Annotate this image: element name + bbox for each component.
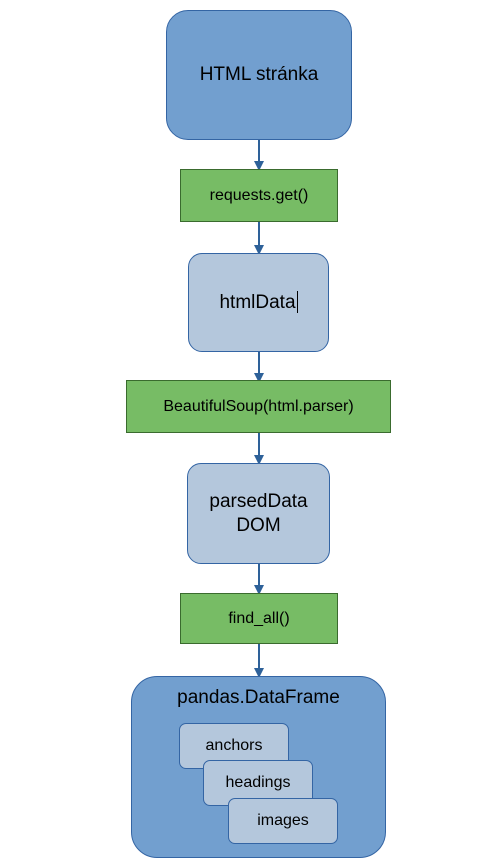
dataframe-title: pandas.DataFrame [177,687,340,708]
headings-label: headings [225,774,291,791]
text-cursor [296,291,298,314]
beautiful-soup-node: BeautifulSoup(html.parser) [126,380,391,433]
find-all-label: find_all() [228,609,290,627]
parsed-data-dom-label: DOM [236,514,281,536]
beautiful-soup-label: BeautifulSoup(html.parser) [163,397,354,415]
anchors-label: anchors [205,737,263,754]
html-data-node: htmlData [188,253,329,352]
html-page-label: HTML stránka [199,64,319,85]
images-label: images [257,812,309,829]
parsed-data-label: parsedData [209,490,308,512]
requests-get-node: requests.get() [180,169,338,222]
html-page-node: HTML stránka [166,10,352,140]
requests-get-label: requests.get() [209,186,309,204]
parsed-data-node: parsedData DOM [187,463,330,564]
find-all-node: find_all() [180,593,338,644]
images-node: images [228,798,338,844]
html-data-label: htmlData [219,291,298,314]
